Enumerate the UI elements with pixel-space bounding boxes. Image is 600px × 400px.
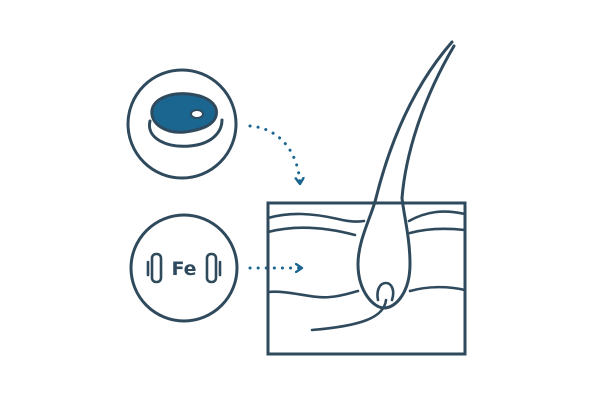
steak-icon — [126, 68, 238, 180]
dotted-arrow-meat-to-skin — [248, 124, 300, 186]
hair-follicle-skin-cross-section — [266, 40, 467, 356]
iron-symbol-label: Fe — [171, 258, 196, 280]
iron-supplement-icon: Fe — [129, 213, 239, 323]
